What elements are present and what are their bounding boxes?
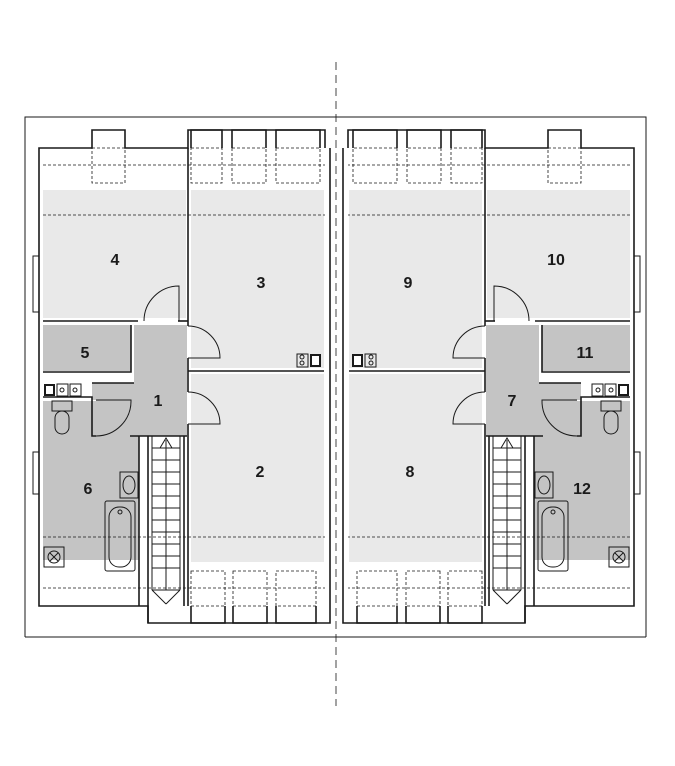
room-label-7: 7 — [508, 393, 517, 410]
room-label-2: 2 — [256, 464, 265, 481]
door-swing-icon — [187, 325, 221, 359]
dormer-rear-1 — [190, 606, 226, 624]
dormer-front-2 — [231, 129, 267, 148]
room-label-4: 4 — [111, 252, 120, 269]
site-boundary — [24, 116, 647, 637]
room-label-3: 3 — [257, 275, 266, 292]
washbasin-icon — [119, 471, 139, 499]
skylight-2a — [190, 570, 226, 607]
room-label-1: 1 — [154, 393, 163, 410]
toilet-icon — [51, 400, 73, 435]
bathtub-icon — [104, 500, 136, 572]
room-2-fill — [191, 374, 324, 562]
dormer-rear-2 — [232, 606, 268, 624]
door-swing-icon — [187, 391, 221, 425]
room-4-fill — [43, 190, 186, 318]
skylight-4 — [91, 147, 126, 184]
stair-icon — [151, 436, 181, 605]
right-unit — [342, 129, 641, 624]
skylight-2b — [232, 570, 268, 607]
room-label-9: 9 — [404, 275, 413, 292]
room-6-fill — [43, 401, 139, 560]
left-unit — [32, 129, 331, 624]
room-label-11: 11 — [577, 345, 594, 362]
window-icon — [32, 255, 40, 313]
skylight-3a — [190, 147, 223, 184]
door-swing-icon — [95, 399, 132, 437]
dormer-front-1 — [275, 129, 321, 148]
stove-icon — [44, 383, 82, 397]
boiler-icon — [43, 546, 65, 568]
room-label-10: 10 — [547, 252, 565, 269]
skylight-3b — [231, 147, 267, 184]
room-5-fill — [43, 325, 131, 371]
dormer-front-3 — [190, 129, 223, 148]
dormer-rear-3 — [275, 606, 317, 624]
window-icon — [32, 451, 40, 495]
skylight-2c — [275, 570, 317, 607]
wall-room-6-top — [43, 396, 96, 437]
room-label-12: 12 — [573, 481, 591, 498]
room-label-5: 5 — [81, 345, 90, 362]
skylight-3c — [275, 147, 321, 184]
door-swing-icon — [143, 285, 180, 322]
wall-room-5 — [43, 325, 132, 373]
room-label-6: 6 — [84, 481, 93, 498]
stove-icon — [296, 353, 321, 368]
room-label-8: 8 — [406, 464, 415, 481]
